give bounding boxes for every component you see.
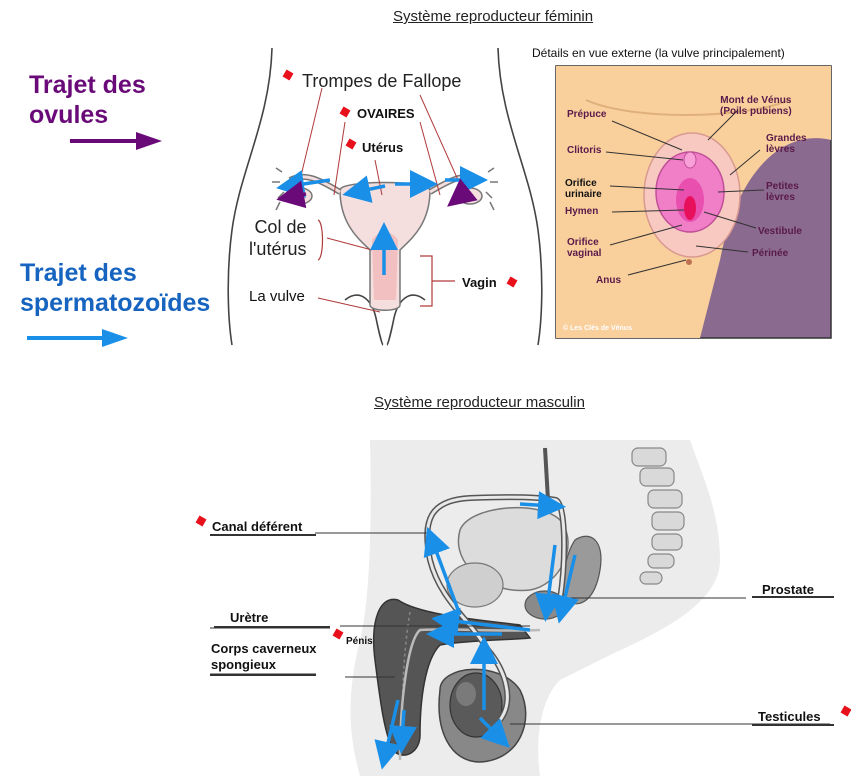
label-trompes-fallope: Trompes de Fallope: [302, 71, 462, 91]
vulva-label-orifice-urinaire: Orifice urinaire: [565, 178, 602, 200]
label-uretre: Urètre: [230, 610, 269, 625]
vulva-panel: [555, 65, 832, 339]
vulva-label-mont-venus: Mont de Vénus (Poils pubiens): [720, 95, 792, 117]
female-brackets: [317, 219, 455, 307]
female-body-outline: [227, 47, 543, 346]
vulva-label-prepuce: Prépuce: [567, 109, 607, 120]
label-uterus: Utérus: [362, 140, 404, 155]
label-canal-deferent: Canal déférent: [212, 519, 303, 534]
label-ovaires: OVAIRES: [357, 106, 415, 121]
vulva-label-petites-levres: Petites lèvres: [766, 181, 799, 203]
label-testicules: Testicules: [758, 709, 821, 724]
vulva-label-clitoris: Clitoris: [567, 145, 602, 156]
label-col-uterus: Col de l'utérus: [249, 217, 307, 259]
female-ovule-arrows: [276, 178, 478, 209]
vulva-label-hymen: Hymen: [565, 206, 599, 217]
male-section-title: Système reproducteur masculin: [374, 394, 585, 411]
legend-ovules-label: Trajet des ovules: [29, 71, 146, 129]
male-illustration: [350, 440, 720, 776]
vulva-title: Détails en vue externe (la vulve princip…: [532, 46, 785, 60]
vulva-label-orifice-vaginal: Orifice vaginal: [567, 237, 602, 259]
female-pointer-lines: [299, 87, 459, 313]
label-penis: Pénis: [346, 636, 373, 647]
vulva-label-perinee: Périnée: [752, 248, 789, 259]
label-prostate: Prostate: [762, 582, 815, 597]
vulva-credit: © Les Clés de Vénus: [563, 325, 632, 332]
vulva-label-anus: Anus: [596, 275, 621, 286]
male-sperm-arrows: [374, 491, 579, 770]
label-corps-caverneux: Corps caverneux spongieux: [211, 641, 317, 672]
vulva-label-vestibule: Vestibule: [758, 226, 802, 237]
legend-ovules-arrow: [70, 132, 162, 150]
legend-sperm-arrow: [27, 329, 128, 347]
label-vulve: La vulve: [249, 288, 305, 305]
legend-sperm-label: Trajet des spermatozoïdes: [20, 259, 211, 317]
label-vagin: Vagin: [462, 275, 497, 290]
female-section-title: Système reproducteur féminin: [393, 8, 594, 25]
vulva-label-grandes-levres: Grandes lèvres: [766, 133, 807, 155]
